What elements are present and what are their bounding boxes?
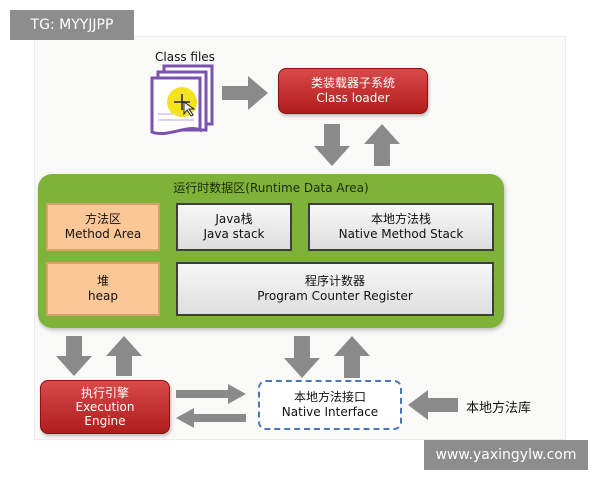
arrow-up-icon [106, 336, 142, 376]
class-loader-box: 类装载器子系统 Class loader [278, 68, 428, 114]
execution-engine-title-cn: 执行引擎 [80, 386, 129, 400]
arrow-right-icon [176, 384, 246, 404]
heap-title-en: heap [88, 289, 118, 303]
native-interface-box: 本地方法接口 Native Interface [258, 380, 402, 430]
watermark-top: TG: MYYJJPP [10, 10, 134, 40]
class-files-label: Class files [155, 50, 215, 64]
watermark-bottom: www.yaxingylw.com [424, 440, 588, 470]
java-stack-title-cn: Java栈 [215, 212, 253, 226]
runtime-data-area-title: 运行时数据区(Runtime Data Area) [173, 181, 369, 195]
native-interface-title-en: Native Interface [281, 405, 379, 419]
arrow-down-icon [284, 336, 320, 378]
heap-box: 堆 heap [46, 262, 160, 316]
class-files-icon [150, 64, 214, 135]
class-loader-title-cn: 类装载器子系统 [310, 76, 395, 90]
native-library-label: 本地方法库 [466, 401, 532, 416]
arrow-up-icon [334, 336, 370, 378]
arrow-down-icon [56, 336, 92, 376]
arrow-up-icon [364, 124, 400, 166]
class-loader-title-en: Class loader [316, 91, 390, 105]
arrow-left-icon [408, 390, 458, 420]
execution-engine-title-en-2: Engine [84, 414, 126, 428]
method-area-title-cn: 方法区 [84, 212, 121, 226]
arrow-left-icon [176, 408, 246, 428]
program-counter-title-cn: 程序计数器 [304, 274, 365, 288]
watermark-top-text: TG: MYYJJPP [30, 17, 114, 33]
arrow-right-icon [222, 76, 268, 110]
arrow-down-icon [314, 124, 350, 166]
program-counter-register-box: 程序计数器 Program Counter Register [176, 262, 494, 316]
execution-engine-title-en-1: Execution [75, 400, 135, 414]
native-interface-title-cn: 本地方法接口 [293, 390, 366, 404]
method-area-box: 方法区 Method Area [46, 203, 160, 251]
native-method-stack-title-cn: 本地方法栈 [370, 212, 431, 226]
method-area-title-en: Method Area [64, 227, 142, 241]
java-stack-title-en: Java stack [203, 227, 265, 241]
native-method-stack-box: 本地方法栈 Native Method Stack [308, 203, 494, 251]
execution-engine-box: 执行引擎 Execution Engine [40, 380, 170, 434]
program-counter-title-en: Program Counter Register [257, 289, 413, 303]
heap-title-cn: 堆 [96, 274, 109, 288]
watermark-bottom-text: www.yaxingylw.com [435, 447, 577, 463]
native-method-stack-title-en: Native Method Stack [338, 227, 464, 241]
java-stack-box: Java栈 Java stack [176, 203, 292, 251]
